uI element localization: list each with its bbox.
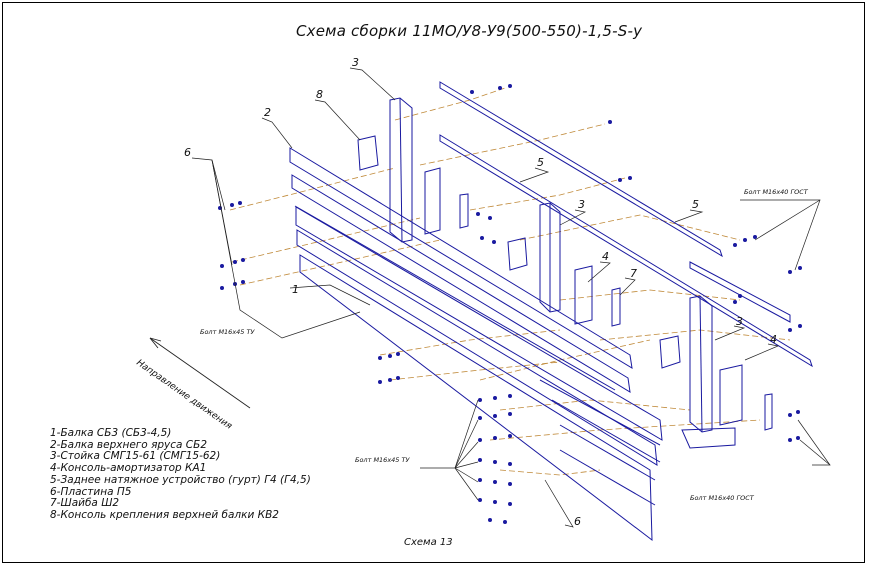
legend-item: 4-Консоль-амортизатор КА1 [50,462,207,475]
callout-6b: 6 [574,515,581,528]
callout-7: 7 [630,267,637,280]
bolt-label-right-top: Болт М16х40 ГОСТ [744,188,808,196]
legend-item: 7-Шайба Ш2 [50,497,120,510]
callout-5b: 5 [692,198,699,211]
legend-item: 6-Пластина П5 [50,485,132,498]
callout-4a: 4 [602,250,609,263]
legend-item: 1-Балка СБ3 (СБ3-4,5) [50,427,172,439]
parts-legend: 1-Балка СБ3 (СБ3-4,5) 2-Балка верхнего я… [50,427,311,522]
beam-upper-tier [289,147,633,393]
callout-8: 8 [316,88,323,101]
callout-2: 2 [264,106,271,119]
post-2 [459,193,621,327]
callout-3b: 3 [578,198,585,211]
callout-4b: 4 [770,333,777,346]
legend-item: 2-Балка верхнего яруса СБ2 [50,438,208,451]
legend-item: 3-Стойка СМГ15-61 (СМГ15-62) [50,450,221,463]
drawing-title: Схема сборки 11МО/У8-У9(500-550)-1,5-S-у [296,22,643,40]
callout-1: 1 [292,283,299,296]
callout-6a: 6 [184,146,191,159]
bolt-label-bottom-left: Болт М16х45 ТУ [355,456,410,464]
rear-belt [439,81,813,368]
post-3 [659,295,773,449]
bolts [218,84,802,524]
callout-3a: 3 [352,56,359,69]
beam-lower [295,206,663,542]
post-1 [357,97,441,243]
callout-5a: 5 [537,156,544,169]
bolt-label-right-bottom: Болт М16х40 ГОСТ [690,494,754,502]
legend-item: 5-Заднее натяжное устройство (гурт) Г4 (… [50,473,311,486]
legend-item: 8-Консоль крепления верхней балки КВ2 [50,508,279,521]
scheme-caption: Схема 13 [404,537,453,548]
bolt-label-left: Болт М16х45 ТУ [200,328,255,336]
leader-lines [191,67,831,528]
direction-arrow [149,337,251,409]
callout-3c: 3 [736,315,743,328]
